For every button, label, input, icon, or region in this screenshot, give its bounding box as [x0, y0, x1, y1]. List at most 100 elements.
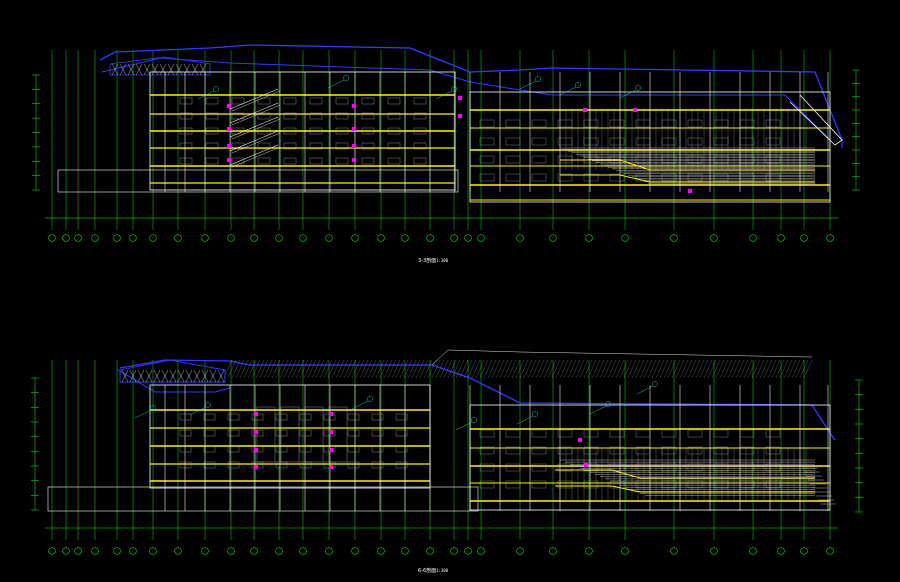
window-opening	[387, 112, 401, 120]
highlight-marker	[253, 429, 259, 435]
leader-bubble	[150, 405, 156, 411]
window-opening	[231, 127, 245, 135]
roof-hatch	[515, 359, 525, 379]
axis-bubble	[800, 234, 808, 242]
highlight-marker	[328, 429, 334, 435]
window-opening	[661, 429, 677, 438]
window-opening	[335, 142, 349, 150]
axis-bubble	[800, 547, 808, 555]
highlight-marker	[351, 143, 357, 149]
window-opening	[479, 173, 495, 182]
window-opening	[299, 413, 312, 421]
window-opening	[179, 413, 192, 421]
roof-hatch	[331, 359, 341, 379]
leader-line	[197, 90, 215, 100]
left-truss-web	[217, 369, 225, 383]
roof-hatch	[351, 359, 361, 379]
roof-hatch	[471, 359, 481, 379]
window-opening	[371, 445, 384, 453]
left-truss-web	[137, 369, 145, 383]
roof-hatch	[379, 359, 389, 379]
roof-hatch	[239, 359, 249, 379]
highlight-marker	[253, 447, 259, 453]
window-opening	[413, 112, 427, 120]
roof-hatch	[299, 359, 309, 379]
window-opening	[299, 445, 312, 453]
window-opening	[505, 173, 521, 182]
axis-bubble	[621, 547, 629, 555]
window-opening	[609, 173, 625, 182]
top-left-dimension-chain	[32, 74, 40, 191]
left-truss-web	[177, 369, 185, 383]
escalator-rail	[231, 146, 281, 168]
roof-hatch	[551, 359, 561, 379]
axis-bubble	[477, 234, 485, 242]
roof-hatch	[763, 359, 773, 379]
axis-bubble	[113, 234, 121, 242]
window-opening	[335, 97, 349, 105]
roof-hatch	[459, 359, 469, 379]
left-truss-web	[145, 369, 153, 383]
axis-bubble	[670, 547, 678, 555]
window-opening	[713, 429, 729, 438]
bottom-left-dimension-chain	[31, 377, 39, 511]
window-opening	[179, 112, 193, 120]
window-opening	[203, 429, 216, 437]
window-opening	[557, 173, 573, 182]
window-opening	[739, 429, 755, 438]
window-opening	[583, 429, 599, 438]
window-opening	[205, 97, 219, 105]
leader-bubble	[471, 417, 477, 423]
window-opening	[205, 127, 219, 135]
roof-hatch	[623, 359, 633, 379]
roof-hatch	[407, 359, 417, 379]
roof-hatch	[479, 359, 489, 379]
roof-hatch	[247, 359, 257, 379]
axis-bubble	[826, 234, 834, 242]
core-shaft	[256, 406, 276, 463]
roof-hatch	[411, 359, 421, 379]
left-truss-web	[161, 369, 169, 383]
roof-hatch	[695, 359, 705, 379]
axis-bubble	[275, 547, 283, 555]
left-truss-web	[169, 369, 177, 383]
window-opening	[609, 429, 625, 438]
window-opening	[275, 445, 288, 453]
axis-bubble	[377, 547, 385, 555]
left-truss-web	[191, 63, 199, 76]
roof-hatch	[435, 359, 445, 379]
top-section-scale-text: 1:300	[436, 258, 449, 263]
roof-hatch	[327, 359, 337, 379]
axis-bubble	[464, 234, 472, 242]
roof-hatch	[511, 359, 521, 379]
roof-hatch	[767, 359, 777, 379]
axis-bubble	[477, 547, 485, 555]
window-opening	[687, 137, 703, 146]
window-opening	[283, 112, 297, 120]
axis-bubble	[710, 234, 718, 242]
window-opening	[257, 157, 271, 165]
axis-bubble	[351, 547, 359, 555]
roof-hatch	[263, 359, 273, 379]
core-shaft	[304, 406, 324, 463]
highlight-marker	[583, 462, 589, 468]
roof-hatch	[503, 359, 513, 379]
axis-bubble	[777, 547, 785, 555]
highlight-marker	[687, 188, 693, 194]
axis-bubble	[351, 234, 359, 242]
roof-hatch	[595, 359, 605, 379]
roof-hatch	[491, 359, 501, 379]
window-opening	[413, 97, 427, 105]
roof-hatch	[747, 359, 757, 379]
bottom-section-title-text: 6-6剖面	[418, 567, 436, 574]
axis-bubble	[227, 234, 235, 242]
axis-bubble	[670, 234, 678, 242]
roof-hatch	[315, 359, 325, 379]
window-opening	[609, 119, 625, 128]
roof-hatch	[783, 359, 793, 379]
window-opening	[283, 127, 297, 135]
roof-hatch	[719, 359, 729, 379]
window-opening	[609, 137, 625, 146]
roof-hatch	[679, 359, 689, 379]
window-opening	[413, 127, 427, 135]
